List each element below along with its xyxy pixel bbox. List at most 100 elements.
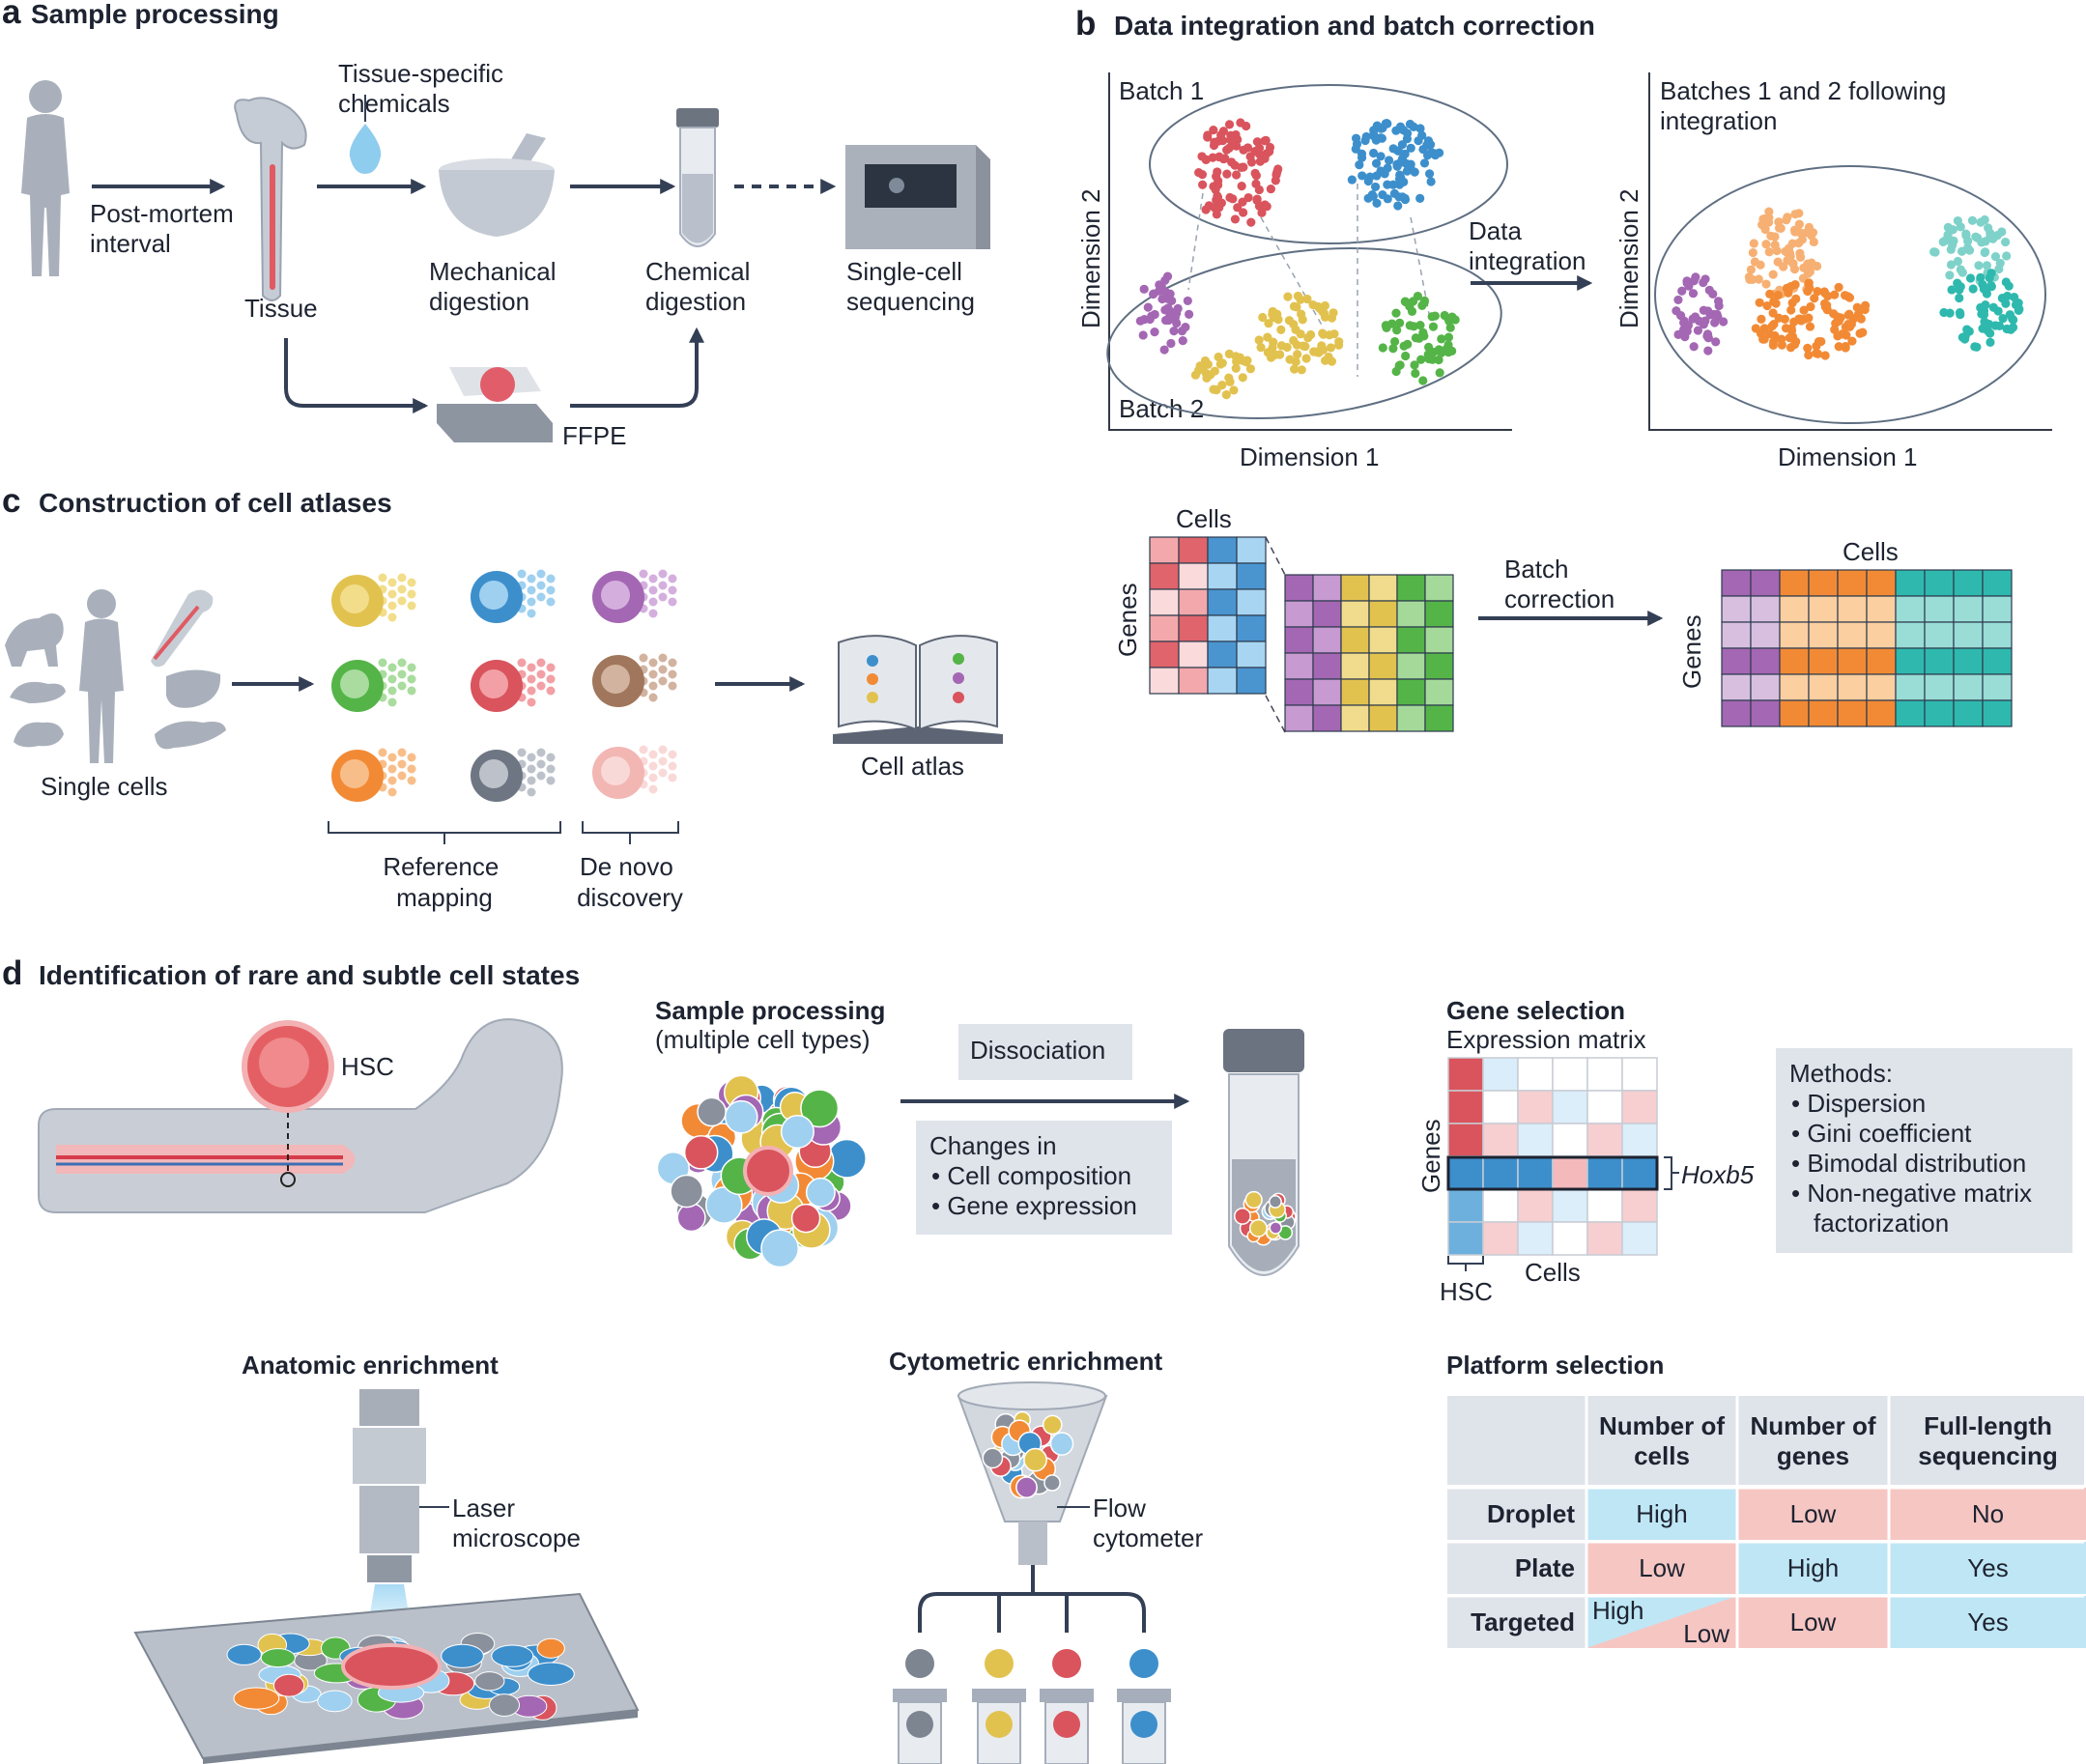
scatter-point-blue: [1392, 159, 1402, 169]
scatter-point-light-orange: [1756, 260, 1765, 270]
scatter-point-orange: [1773, 290, 1783, 300]
matrix-cell: [1424, 600, 1454, 628]
matrix-cell: [1368, 678, 1398, 706]
scatter-point-orange: [1768, 337, 1779, 347]
matrix-cell: [1779, 569, 1810, 597]
scatter-point-light-teal: [1930, 247, 1940, 257]
scatter-point-blue: [1372, 198, 1382, 208]
scatter-point-purple: [1143, 302, 1153, 312]
matrix-cell: [1866, 647, 1897, 675]
matrix-cell: [1236, 588, 1267, 616]
scatter-point-purple: [1704, 285, 1714, 295]
panel-d-title: Identification of rare and subtle cell s…: [39, 960, 580, 990]
scatter-point-orange: [1765, 289, 1775, 299]
matrix-cell: [1866, 569, 1897, 597]
matrix-cell: [1750, 621, 1781, 649]
blue-cell-icon: [471, 569, 556, 623]
human-figure-icon: [21, 80, 70, 276]
table-cell-text: Yes: [1967, 1553, 2008, 1582]
scatter-point-green: [1419, 331, 1429, 341]
scatter-point-red: [1203, 132, 1213, 142]
scatter-point-teal: [2014, 299, 2023, 308]
scatter-point-red: [1237, 182, 1246, 191]
sorted-tube: [893, 1649, 947, 1764]
matrix-cell: [1149, 667, 1180, 695]
matrix-cell: [1236, 536, 1267, 564]
scatter-point-red: [1214, 136, 1223, 146]
matrix-cell: [1284, 600, 1314, 628]
matrix-cell: [1982, 569, 2013, 597]
scatter-point-light-orange: [1768, 270, 1778, 279]
reference-bracket: [328, 821, 561, 844]
scatter-point-orange: [1813, 287, 1822, 297]
scatter-point-red: [1218, 127, 1229, 136]
panel-a-letter: a: [2, 0, 21, 31]
scatter-point-green: [1443, 332, 1454, 342]
tube-cell: [1244, 1190, 1263, 1209]
scatter-point-yellow: [1245, 364, 1256, 374]
batch1-label: Batch 1: [1119, 76, 1204, 105]
scatter-point-yellow: [1297, 365, 1306, 375]
matrix-cell: [1895, 647, 1926, 675]
flow-cytometer-label: Flow cytometer: [1093, 1494, 1203, 1552]
matrix-cell: [1340, 574, 1370, 602]
scatter-point-red: [1254, 143, 1265, 153]
gene-matrix-cell: [1517, 1090, 1554, 1124]
right-plot-axes: [1648, 72, 2052, 431]
matrix-cell: [1424, 678, 1454, 706]
scatter-point-light-orange: [1774, 217, 1784, 227]
arrow-ffpe-chemical: [570, 327, 704, 408]
matrix-cell: [1284, 626, 1314, 654]
scatter-point-blue: [1347, 175, 1357, 185]
scatter-point-purple: [1673, 295, 1683, 305]
scatter-point-yellow: [1238, 373, 1247, 383]
right-plot-ylabel: Dimension 2: [1615, 188, 1643, 328]
scatter-point-teal: [1986, 269, 1996, 278]
rare-hsc-cell: [743, 1146, 793, 1196]
cluster-cell: [780, 1115, 814, 1150]
scatter-point-blue: [1410, 167, 1419, 177]
matrix-cell: [1312, 652, 1342, 680]
gene-matrix-cells-label: Cells: [1525, 1258, 1581, 1287]
scatter-point-green: [1417, 300, 1427, 310]
scatter-point-teal: [1968, 284, 1978, 294]
scatter-point-red: [1246, 157, 1257, 167]
slide-cell: [226, 1643, 262, 1665]
gene-matrix-cell: [1517, 1155, 1554, 1190]
matrix-cell: [1982, 647, 2013, 675]
scatter-point-green: [1388, 344, 1398, 354]
scatter-point-orange: [1786, 305, 1796, 315]
scatter-point-blue: [1355, 160, 1364, 170]
panel-c: c Construction of cell atlases Single ce…: [2, 482, 1003, 912]
matrix-cell: [1750, 699, 1781, 727]
scatter-point-red: [1254, 185, 1264, 195]
scatter-point-orange: [1777, 334, 1786, 344]
matrix-cell: [1284, 704, 1314, 732]
scatter-point-green: [1434, 345, 1443, 355]
gene-matrix-cell: [1621, 1221, 1658, 1256]
scatter-point-purple: [1184, 309, 1194, 319]
scatter-point-red: [1216, 198, 1226, 208]
purple-cell-icon: [592, 569, 677, 623]
scatter-point-blue: [1419, 158, 1430, 168]
matrix-cell: [1750, 569, 1781, 597]
scatter-point-red: [1222, 169, 1232, 179]
matrix-cell: [1924, 673, 1955, 701]
gene-matrix-cell: [1447, 1123, 1484, 1157]
matrix-cell: [1866, 595, 1897, 623]
matrix-cell: [1953, 621, 1984, 649]
matrix-cell: [1178, 562, 1209, 590]
scatter-point-red: [1231, 137, 1241, 147]
slide-cell: [489, 1693, 521, 1718]
scatter-point-orange: [1844, 309, 1854, 319]
scatter-point-purple: [1145, 314, 1155, 325]
matrix-cell: [1178, 588, 1209, 616]
scatter-point-light-orange: [1794, 219, 1804, 229]
matrix-cell: [1808, 595, 1839, 623]
scatter-point-blue: [1376, 124, 1386, 133]
scatter-point-purple: [1688, 289, 1699, 299]
matrix-cell: [1721, 699, 1752, 727]
scatter-point-teal: [1956, 282, 1965, 292]
